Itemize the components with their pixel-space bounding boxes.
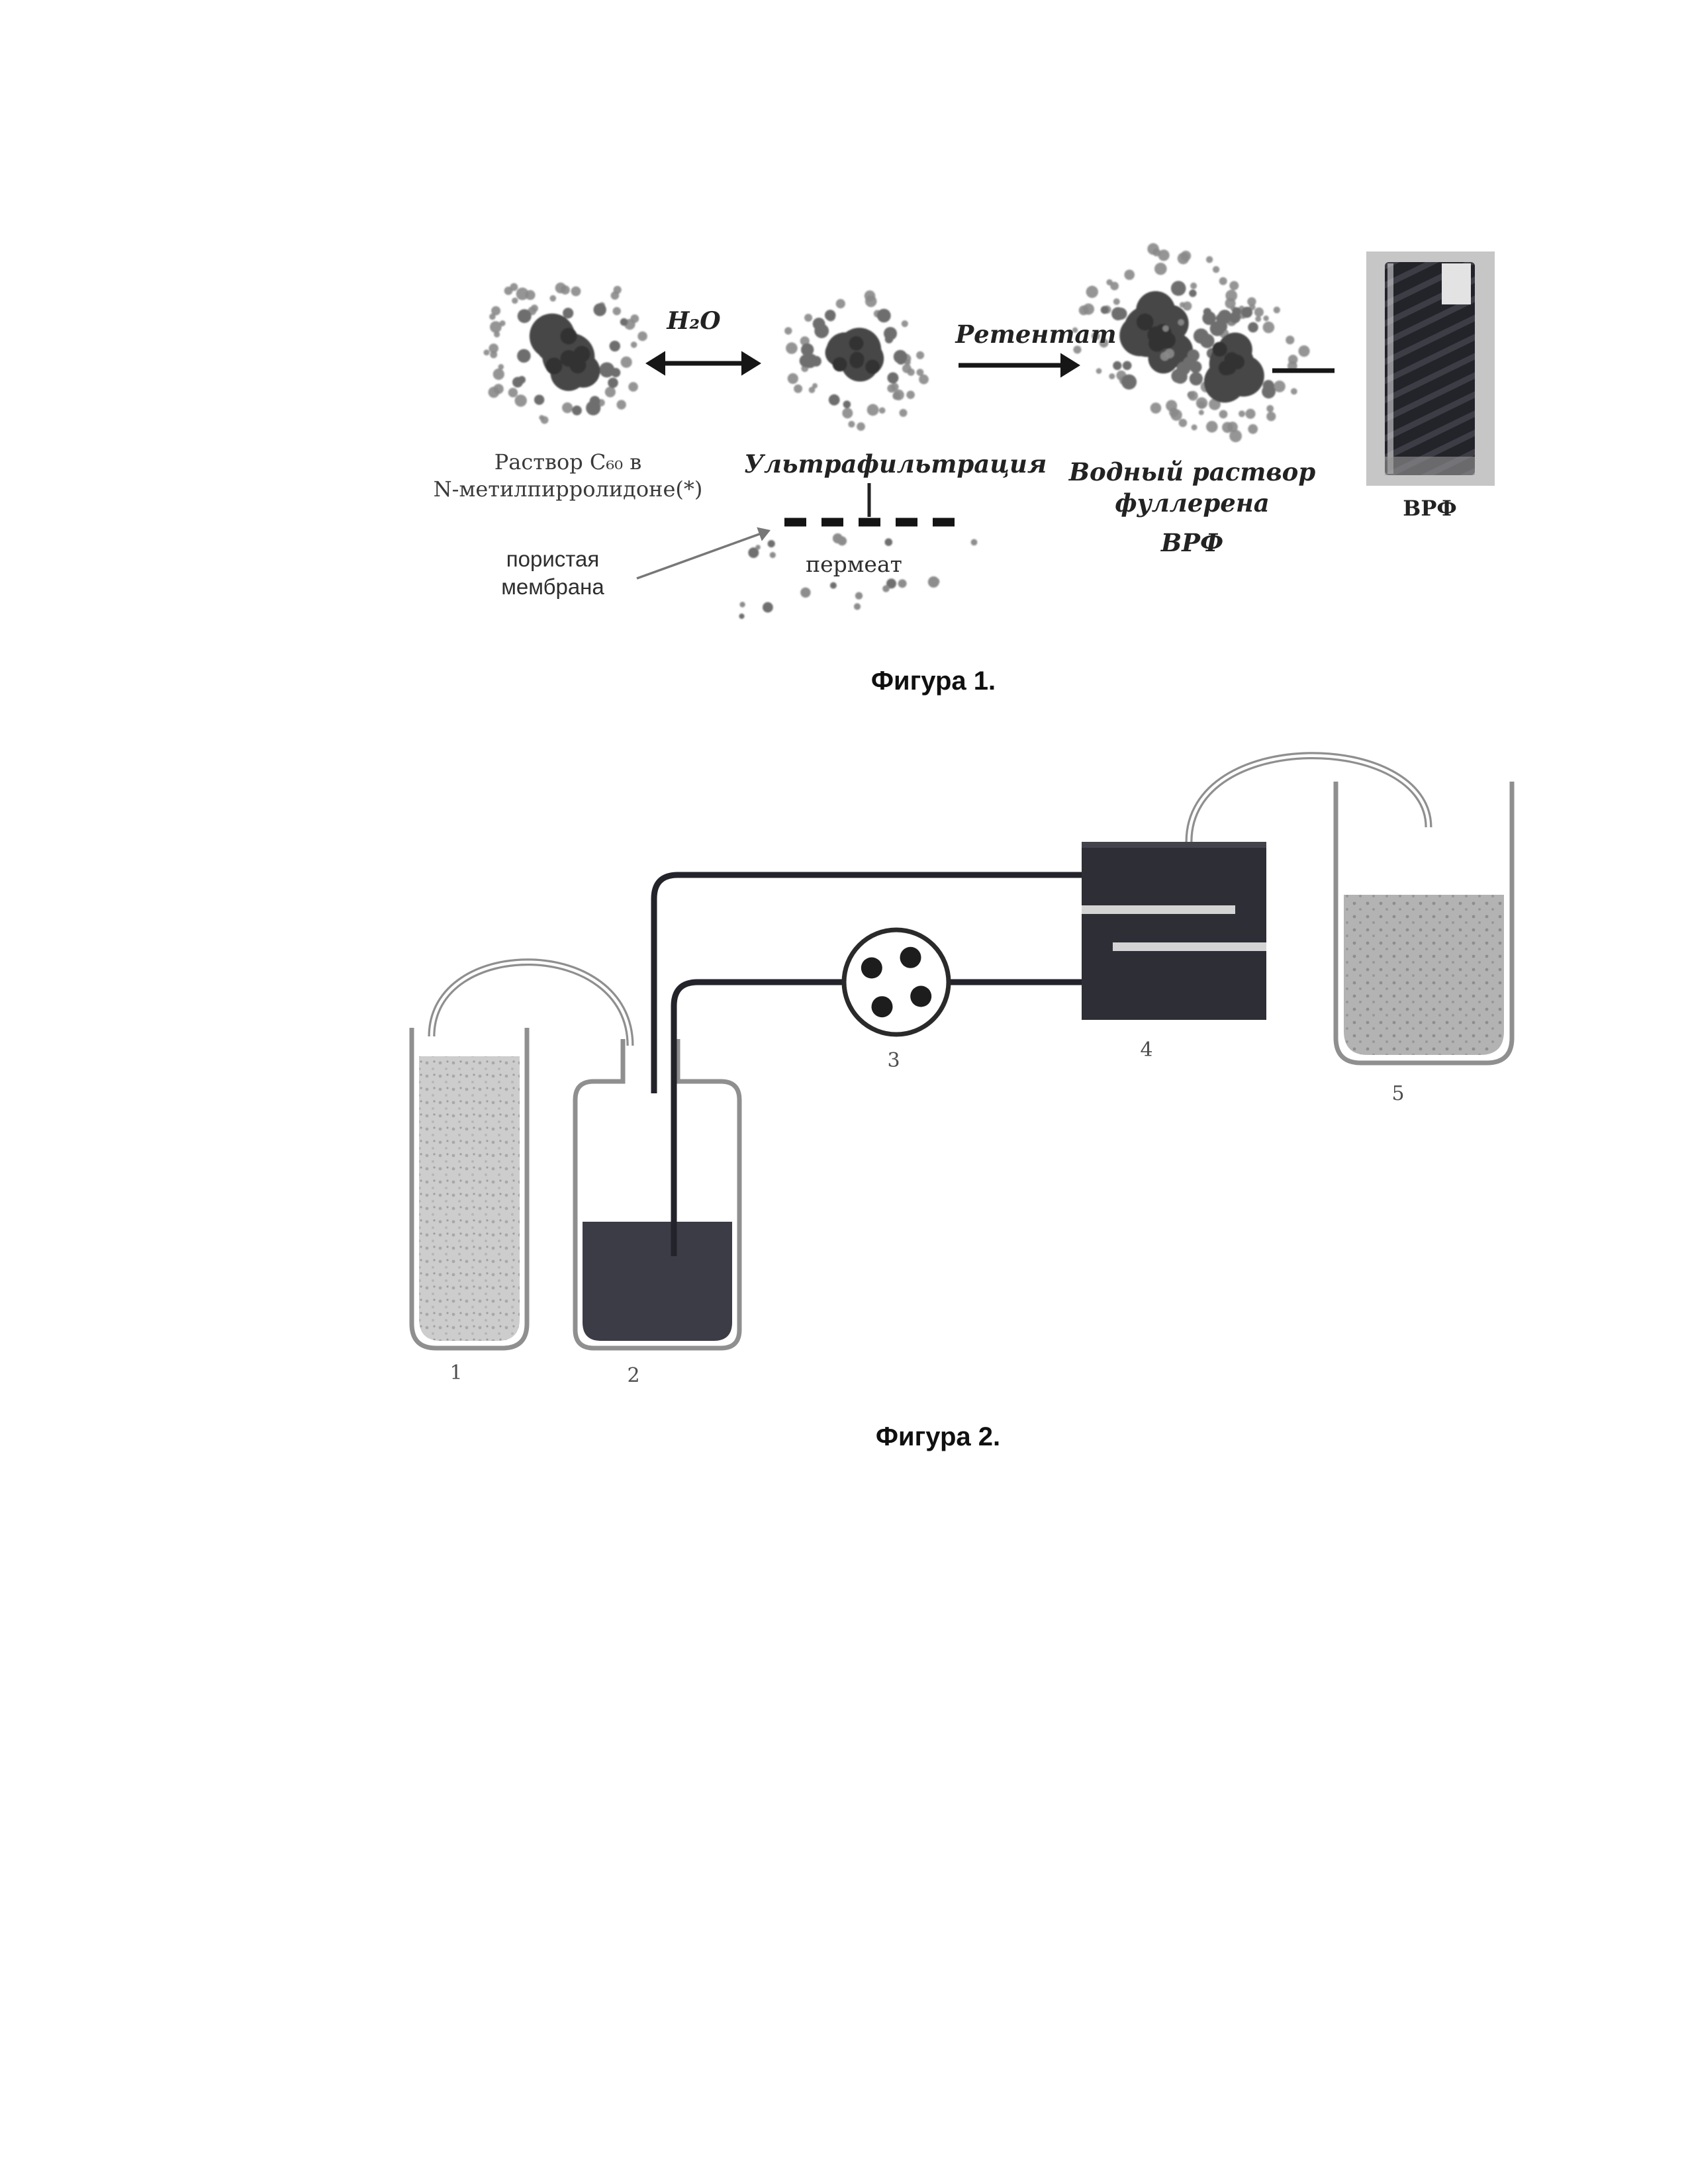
transfer-tube-filter-to-vessel5	[1185, 752, 1432, 842]
permeate-label: пермеат	[806, 551, 902, 577]
solution-label-line1: Раствор С₆₀ в	[494, 449, 642, 475]
cluster-c60-nmp-solution	[483, 282, 647, 424]
aqueous-label-line3: ВРФ	[1160, 527, 1224, 557]
vial-photo	[1366, 251, 1495, 486]
figure1-caption: Фигура 1.	[870, 666, 996, 696]
filter-module	[1082, 842, 1266, 1020]
tube-to-filter-top	[651, 872, 1082, 1093]
membrane-pointer-arrow	[636, 527, 771, 580]
vessel5-number: 5	[1391, 1082, 1405, 1105]
transfer-tube-vessel1-to-vessel2	[428, 958, 634, 1046]
porous-membrane-label: пористая мембрана	[463, 545, 642, 601]
vessel-1	[409, 1028, 530, 1351]
ultrafiltration-label: Ультрафильтрация	[744, 449, 1047, 478]
retentate-arrow	[959, 353, 1080, 378]
solution-label-line2: N-метилпирролидоне(*)	[433, 476, 703, 502]
vessel2-number: 2	[627, 1364, 640, 1387]
peristaltic-pump	[841, 927, 951, 1037]
vessel1-number: 1	[449, 1361, 463, 1385]
solution-label: Раствор С₆₀ в N-метилпирролидоне(*)	[424, 449, 712, 503]
permeate-dots	[739, 533, 978, 619]
retentate-label: Ретентат	[955, 320, 1117, 349]
pump-number: 3	[887, 1049, 900, 1072]
figure2-caption: Фигура 2.	[875, 1422, 1001, 1451]
aqueous-label-line1: Водный раствор	[1068, 457, 1316, 486]
h2o-double-arrow	[645, 351, 761, 376]
porous-membrane-line2: мембрана	[501, 574, 604, 600]
porous-membrane-line1: пористая	[506, 547, 600, 571]
cluster-ultrafiltration	[784, 290, 929, 431]
aqueous-solution-label: Водный раствор фуллерена ВРФ	[1050, 457, 1335, 559]
filter-number: 4	[1140, 1038, 1153, 1062]
porous-membrane-dashes	[784, 483, 968, 527]
vial-caption: ВРФ	[1403, 496, 1457, 521]
h2o-label: H₂O	[667, 307, 721, 335]
vessel-2	[573, 1039, 742, 1351]
vessel-5	[1333, 782, 1515, 1066]
tube-through-pump	[671, 979, 1082, 1256]
cluster-aqueous-fullerene	[1072, 243, 1310, 443]
aqueous-label-line2: фуллерена	[1115, 488, 1270, 518]
